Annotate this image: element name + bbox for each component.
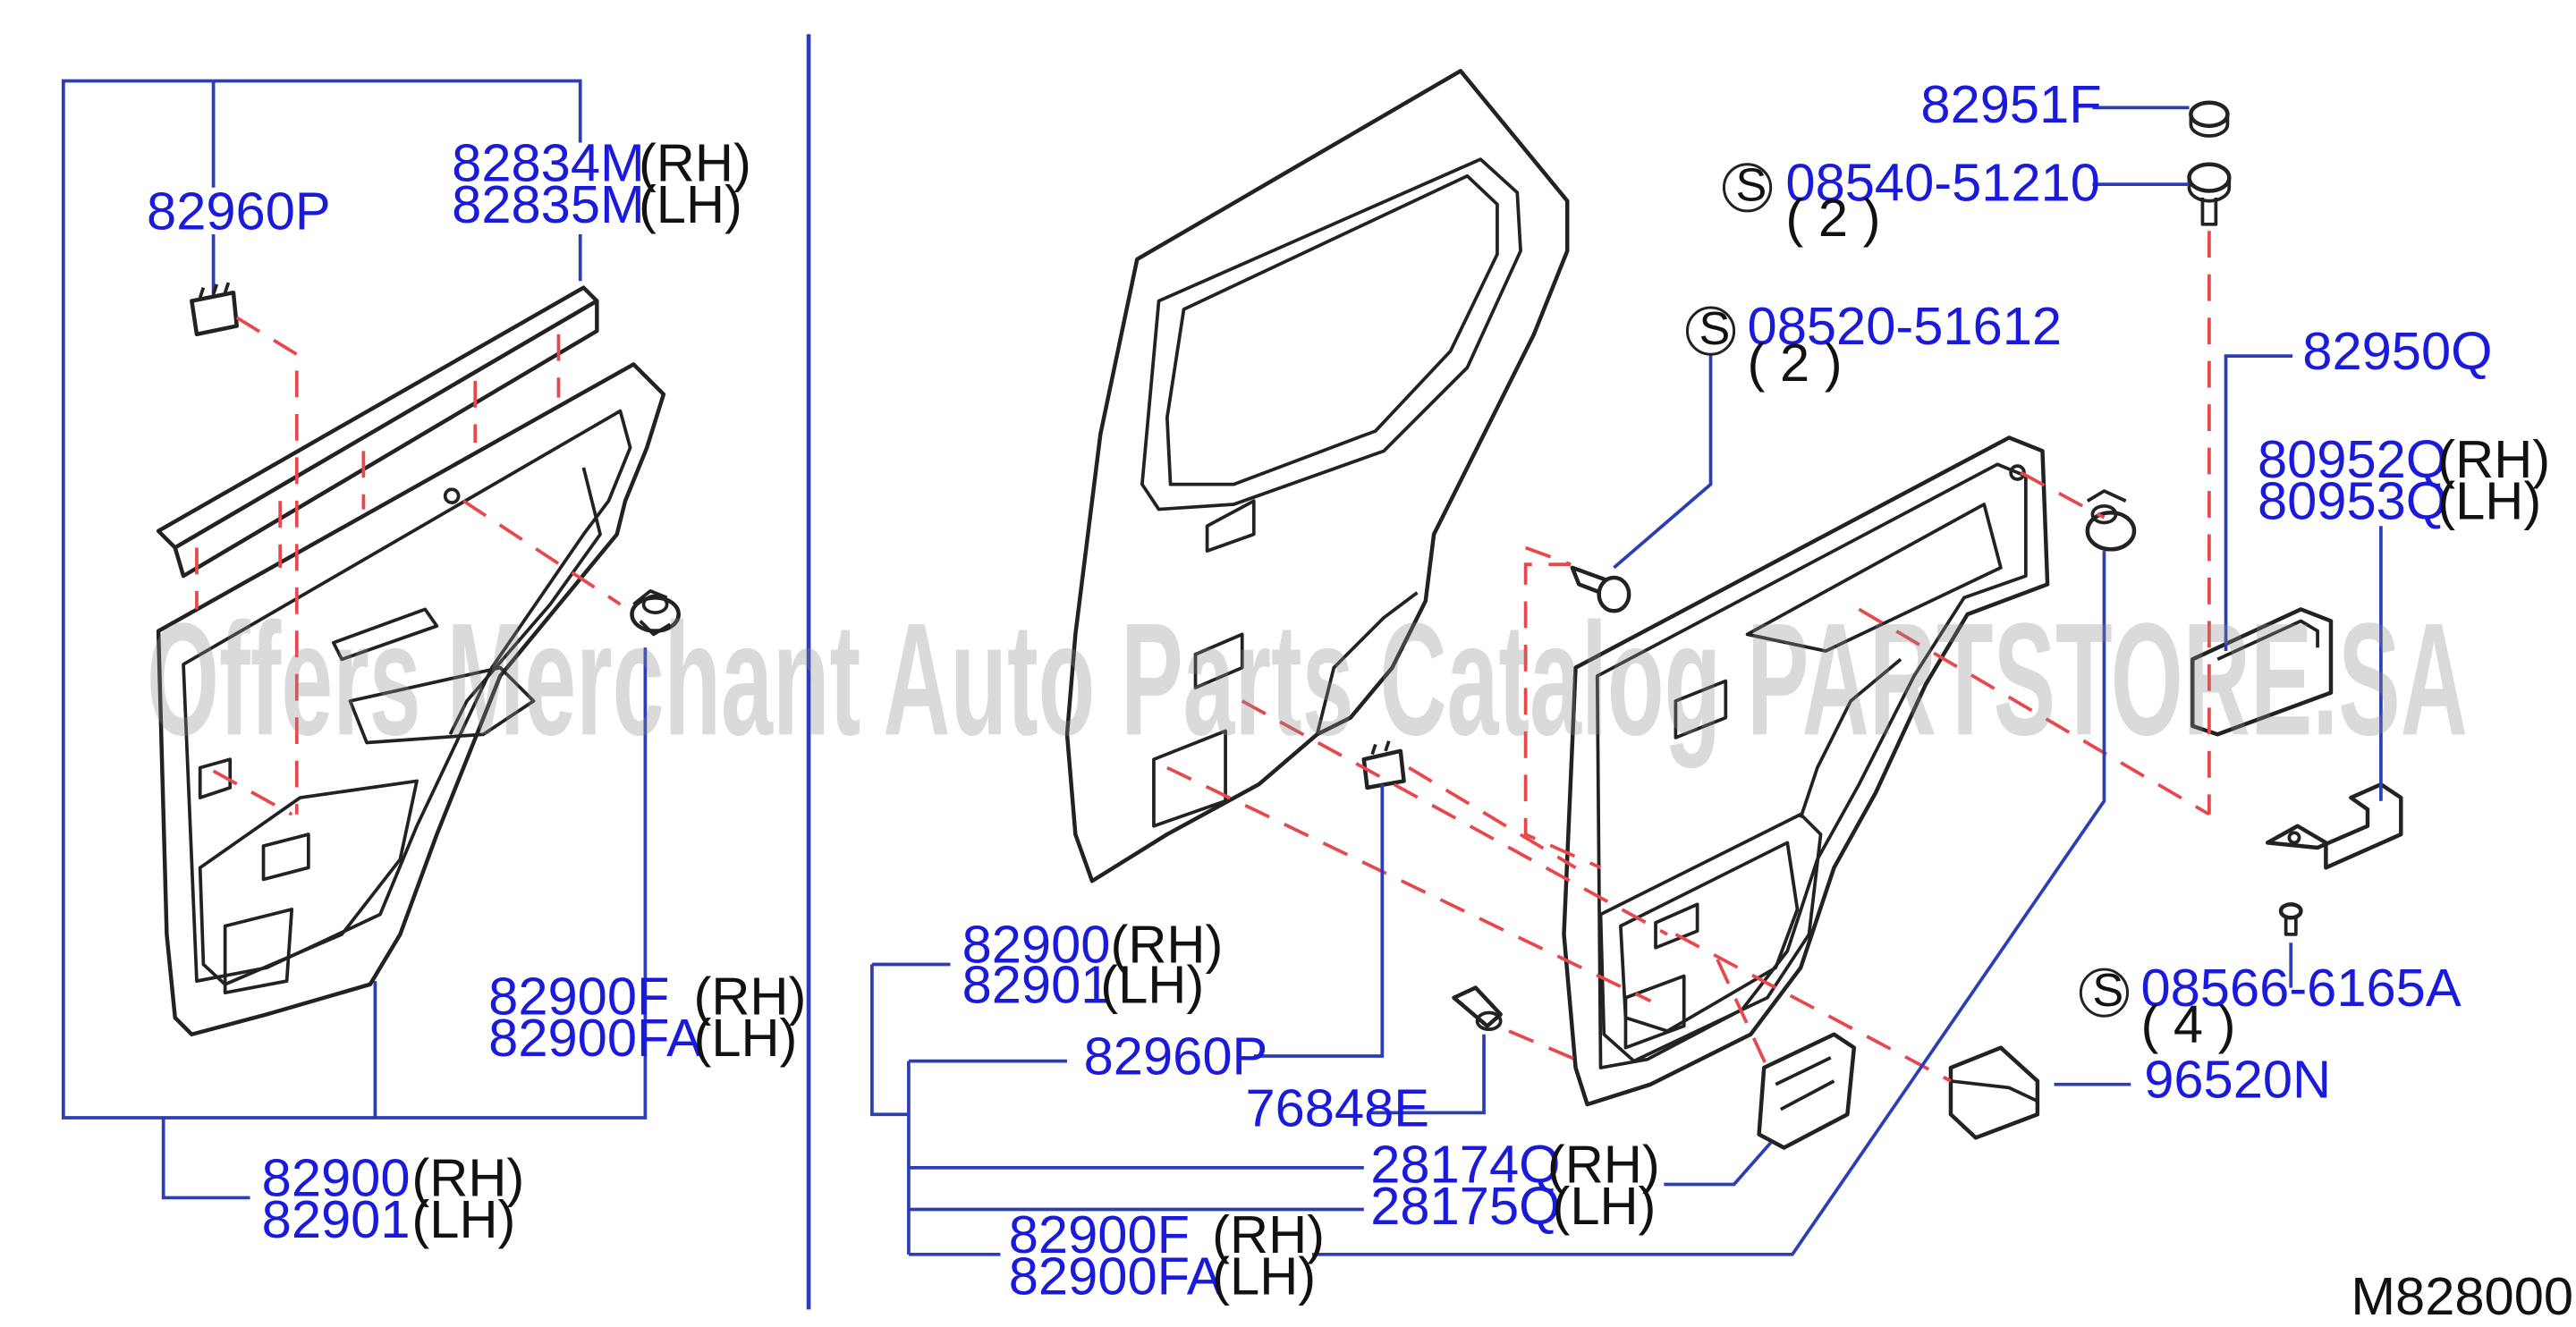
dash-right-5: [1241, 699, 1668, 936]
label-82960P-left[interactable]: 82960P: [147, 181, 331, 241]
label-82835M[interactable]: 82835M: [452, 174, 645, 234]
leader-76848E: [1370, 1034, 1486, 1115]
dash-right-2: [2020, 470, 2106, 520]
label-96520N[interactable]: 96520N: [2144, 1050, 2331, 1110]
side-80952Q: (RH): [2437, 429, 2550, 489]
side-80953Q: (LH): [2437, 471, 2541, 531]
side-82900F-left: (RH): [693, 966, 806, 1026]
leader-82900F-right: [1312, 551, 2106, 1256]
side-82900F-right: (RH): [1212, 1204, 1325, 1264]
label-82900-right[interactable]: 82900: [962, 915, 1111, 975]
label-82900F-right[interactable]: 82900F: [1009, 1204, 1190, 1264]
s-symbol-08520: S: [1699, 303, 1730, 355]
pocket-96520N: [1948, 1045, 2040, 1140]
screw-08540-51210: [2187, 162, 2232, 226]
standard-part-symbol-2: S: [1685, 303, 1736, 356]
door-trim-panel-left: [156, 362, 666, 1036]
label-82834M[interactable]: 82834M: [452, 132, 645, 192]
leader-82834M-top: [213, 79, 582, 143]
left-section: 82834M (RH) 82835M (LH) 82960P 82900F (R…: [61, 79, 806, 1249]
side-82835M: (LH): [639, 174, 742, 234]
dash-right-8: [1408, 765, 1577, 869]
label-76848E[interactable]: 76848E: [1245, 1078, 1429, 1137]
speaker-grille-28174Q: [1757, 1032, 1857, 1150]
dash-left-1: [235, 316, 299, 815]
leader-82950Q: [2224, 354, 2293, 652]
label-82900F-left[interactable]: 82900F: [488, 966, 669, 1026]
standard-part-symbol-3: S: [2079, 965, 2130, 1018]
dash-right-10: [1716, 959, 1769, 1069]
side-82900FA-right: (LH): [1212, 1247, 1316, 1306]
clip-82900F-left: [630, 589, 681, 637]
label-28175Q[interactable]: 28175Q: [1370, 1176, 1560, 1236]
clip-76848E: [1452, 985, 1503, 1032]
screw-08520-51612: [1570, 565, 1631, 613]
leader-08520: [1613, 354, 1713, 570]
qty-08566: ( 4 ): [2140, 994, 2235, 1054]
side-82900FA-left: (LH): [693, 1008, 797, 1068]
dash-right-4: [1166, 765, 1652, 1003]
dash-left-8: [212, 769, 293, 816]
leader-82900-right: [870, 964, 909, 1117]
label-82901-left[interactable]: 82901: [262, 1189, 411, 1249]
diagram-code: M828000H: [2351, 1266, 2576, 1326]
label-82951F[interactable]: 82951F: [1920, 74, 2101, 134]
dash-right-3: [1523, 545, 1602, 870]
side-82834M: (RH): [639, 132, 751, 192]
side-82901-right: (LH): [1100, 954, 1204, 1014]
side-28175Q: (LH): [1552, 1176, 1656, 1236]
label-82901-right[interactable]: 82901: [962, 954, 1111, 1014]
dash-left-2: [462, 499, 622, 606]
label-08566-6165A[interactable]: 08566-6165A: [2140, 958, 2461, 1018]
door-shell: [1064, 69, 1570, 883]
side-82901-left: (LH): [411, 1189, 515, 1249]
qty-08540: ( 2 ): [1785, 188, 1880, 248]
label-80952Q[interactable]: 80952Q: [2258, 429, 2447, 489]
side-82900-right: (RH): [1110, 915, 1223, 975]
side-82900-left: (RH): [411, 1148, 524, 1208]
label-28174Q[interactable]: 28174Q: [1370, 1135, 1560, 1195]
standard-part-symbol-1: S: [1722, 160, 1773, 213]
screw-08566-6165A: [2278, 902, 2303, 936]
label-82960P-right[interactable]: 82960P: [1084, 1026, 1268, 1086]
dash-right-6: [1674, 933, 1952, 1083]
s-symbol-08540: S: [1736, 160, 1767, 212]
clip-82960P-left: [190, 282, 239, 337]
cap-82951F: [2189, 100, 2230, 138]
label-82900-left[interactable]: 82900: [262, 1148, 411, 1208]
dash-right-9: [1858, 607, 2210, 816]
label-80953Q[interactable]: 80953Q: [2258, 471, 2447, 531]
watermark-text: Offers Merchant Auto Parts Catalog PARTS…: [147, 589, 2468, 768]
clip-82960P-right: [1361, 740, 1406, 790]
clip-82900F-right: [2085, 489, 2137, 552]
leader-82900-left: [161, 1117, 250, 1200]
side-28174Q: (RH): [1547, 1135, 1660, 1195]
leader-28174Q: [1664, 1141, 1773, 1187]
label-82900FA-right[interactable]: 82900FA: [1009, 1247, 1223, 1306]
label-08540-51210[interactable]: 08540-51210: [1785, 153, 2100, 213]
leader-frame-left: [61, 79, 648, 1120]
qty-08520: ( 2 ): [1748, 333, 1843, 393]
dash-right-7: [1508, 1029, 1577, 1061]
bracket-80952Q: [2265, 782, 2403, 870]
right-section: S S S 82951F 08540-51210 ( 2 ) 08520-516…: [870, 69, 2550, 1306]
label-82900FA-left[interactable]: 82900FA: [488, 1008, 702, 1068]
s-symbol-08566: S: [2092, 965, 2123, 1017]
pull-handle-82950Q: [2190, 607, 2334, 737]
label-08520-51612[interactable]: 08520-51612: [1748, 296, 2063, 356]
label-82950Q[interactable]: 82950Q: [2302, 321, 2492, 381]
leader-82960P-right: [1253, 784, 1385, 1058]
